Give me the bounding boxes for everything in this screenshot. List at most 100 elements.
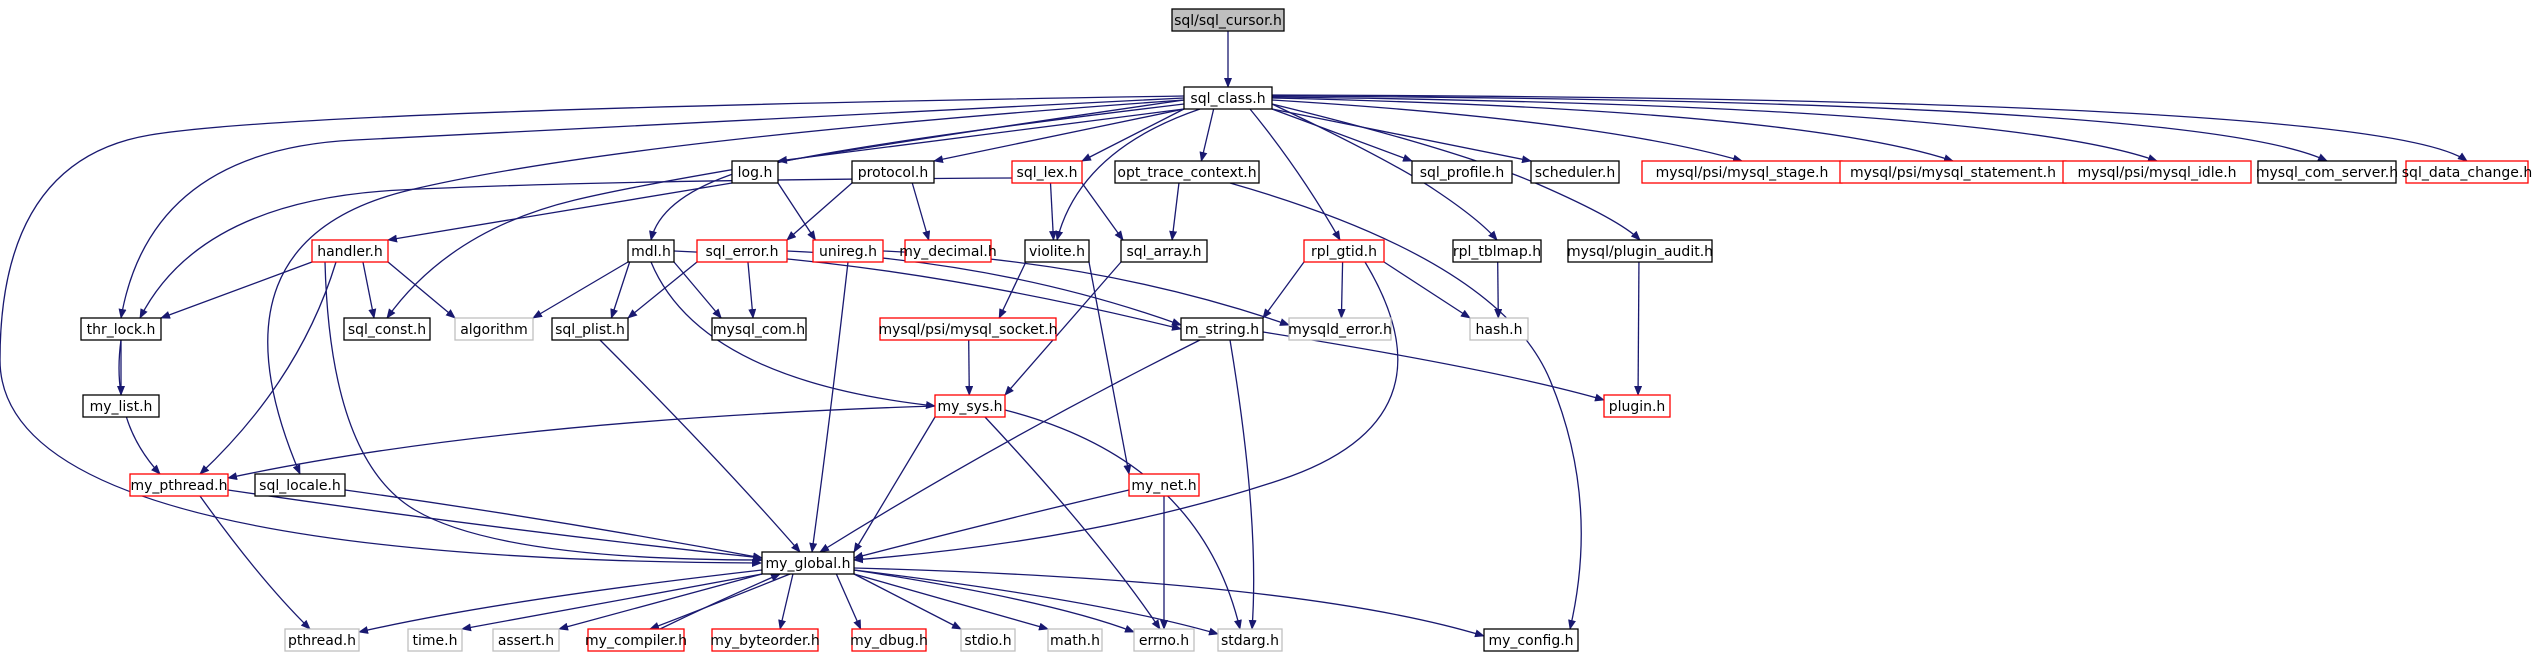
node-label: mysqld_error.h <box>1288 322 1392 338</box>
node-sql-array-h[interactable]: sql_array.h <box>1120 239 1208 263</box>
node-box <box>311 239 389 263</box>
node-my-byteorder-h[interactable]: my_byteorder.h <box>710 628 820 652</box>
node-box <box>812 239 884 263</box>
node-mysql-socket-h[interactable]: mysql/psi/mysql_socket.h <box>878 317 1058 341</box>
node-box <box>407 628 463 652</box>
node-box <box>1288 317 1392 341</box>
node-box <box>731 160 779 184</box>
node-box <box>761 551 855 575</box>
edge-opt-trace-context-h-to-sql-array-h <box>1169 182 1180 241</box>
node-label: mysql_com.h <box>713 322 805 338</box>
node-box <box>80 317 162 341</box>
edge-sql-class-h-to-violite-h <box>1055 108 1201 241</box>
node-m-string-h[interactable]: m_string.h <box>1180 317 1264 341</box>
node-plugin-audit-h[interactable]: mysql/plugin_audit.h <box>1567 239 1713 263</box>
node-box <box>851 160 935 184</box>
node-my-global-h[interactable]: my_global.h <box>761 551 855 575</box>
node-box <box>343 317 431 341</box>
node-mdl-h[interactable]: mdl.h <box>627 239 675 263</box>
edge-log-h-to-unireg-h <box>777 182 816 241</box>
node-box <box>879 317 1057 341</box>
node-scheduler-h[interactable]: scheduler.h <box>1530 160 1620 184</box>
node-box <box>711 317 807 341</box>
node-plugin-h[interactable]: plugin.h <box>1603 394 1671 418</box>
node-log-h[interactable]: log.h <box>731 160 779 184</box>
edge-my-compiler-h-to-my-global-h <box>659 573 781 630</box>
node-label: my_pthread.h <box>130 478 227 494</box>
node-mysql-stage-h[interactable]: mysql/psi/mysql_stage.h <box>1641 160 1843 184</box>
edge-my-global-h-to-my-dbug-h <box>835 573 862 630</box>
node-label: sql/sql_cursor.h <box>1174 13 1282 29</box>
node-my-sys-h[interactable]: my_sys.h <box>934 394 1006 418</box>
node-my-list-h[interactable]: my_list.h <box>82 394 160 418</box>
edge-sql-lex-h-to-violite-h <box>1049 182 1058 241</box>
node-label: sql_profile.h <box>1420 165 1505 181</box>
node-label: assert.h <box>498 633 554 649</box>
edge-mdl-h-to-sql-plist-h <box>610 261 631 319</box>
node-box <box>1530 160 1620 184</box>
node-label: my_decimal.h <box>899 244 996 260</box>
node-box <box>1603 394 1671 418</box>
node-hash-h: hash.h <box>1469 317 1529 341</box>
node-label: mysql/psi/mysql_idle.h <box>2077 165 2236 181</box>
edge-violite-h-to-mysql-socket-h <box>998 261 1027 319</box>
edge-m-string-h-to-my-global-h <box>819 339 1201 553</box>
edge-my-global-h-to-time-h <box>461 573 763 632</box>
edge-sql-class-h-to-mysql-com-server-h <box>1271 95 2328 162</box>
edge-protocol-h-to-sql-error-h <box>786 182 853 241</box>
edge-sql-class-h-to-sql-lex-h <box>1081 108 1185 162</box>
node-thr-lock-h[interactable]: thr_lock.h <box>80 317 162 341</box>
node-label: handler.h <box>317 244 383 260</box>
edge-rpl-gtid-h-to-my-global-h <box>853 261 1399 564</box>
edge-violite-h-to-my-net-h <box>1088 261 1132 475</box>
node-sql-class-h[interactable]: sql_class.h <box>1183 86 1273 110</box>
node-my-decimal-h[interactable]: my_decimal.h <box>899 239 997 263</box>
node-box <box>551 317 629 341</box>
node-sql-cursor-h: sql/sql_cursor.h <box>1171 8 1285 32</box>
node-mysql-idle-h[interactable]: mysql/psi/mysql_idle.h <box>2062 160 2252 184</box>
node-violite-h[interactable]: violite.h <box>1024 239 1090 263</box>
node-protocol-h[interactable]: protocol.h <box>851 160 935 184</box>
node-label: hash.h <box>1476 322 1523 338</box>
edge-my-global-h-to-my-config-h <box>853 567 1485 638</box>
node-sql-profile-h[interactable]: sql_profile.h <box>1411 160 1513 184</box>
node-rpl-tblmap-h[interactable]: rpl_tblmap.h <box>1452 239 1542 263</box>
node-mysql-statement-h[interactable]: mysql/psi/mysql_statement.h <box>1839 160 2067 184</box>
node-my-dbug-h[interactable]: my_dbug.h <box>850 628 928 652</box>
edge-sql-class-h-to-sql-data-change-h <box>1271 94 2468 162</box>
node-label: violite.h <box>1029 244 1085 260</box>
edge-my-sys-h-to-my-global-h <box>853 416 936 553</box>
node-sql-locale-h[interactable]: sql_locale.h <box>254 473 346 497</box>
node-sql-data-change-h[interactable]: sql_data_change.h <box>2402 160 2532 184</box>
node-label: sql_array.h <box>1126 244 1201 260</box>
edge-opt-trace-context-h-to-my-config-h <box>1229 182 1582 630</box>
node-sql-error-h[interactable]: sql_error.h <box>696 239 788 263</box>
node-mysql-com-server-h[interactable]: mysql_com_server.h <box>2256 160 2398 184</box>
node-unireg-h[interactable]: unireg.h <box>812 239 884 263</box>
node-my-net-h[interactable]: my_net.h <box>1128 473 1200 497</box>
node-mysql-com-h[interactable]: mysql_com.h <box>711 317 807 341</box>
node-label: rpl_tblmap.h <box>1453 244 1541 260</box>
edge-my-global-h-to-my-byteorder-h <box>778 573 794 630</box>
node-label: mysql/psi/mysql_statement.h <box>1850 165 2056 181</box>
node-sql-plist-h[interactable]: sql_plist.h <box>551 317 629 341</box>
node-sql-const-h[interactable]: sql_const.h <box>343 317 431 341</box>
edge-my-global-h-to-assert-h <box>558 573 763 631</box>
node-my-compiler-h[interactable]: my_compiler.h <box>585 628 687 652</box>
node-label: opt_trace_context.h <box>1117 165 1256 181</box>
node-label: sql_lex.h <box>1017 165 1078 181</box>
node-rpl-gtid-h[interactable]: rpl_gtid.h <box>1303 239 1385 263</box>
node-my-config-h[interactable]: my_config.h <box>1483 628 1579 652</box>
node-opt-trace-context-h[interactable]: opt_trace_context.h <box>1114 160 1260 184</box>
edge-mdl-h-to-my-sys-h <box>650 261 936 409</box>
edge-my-sys-h-to-errno-h <box>984 416 1161 630</box>
edge-rpl-gtid-h-to-hash-h <box>1383 261 1471 319</box>
node-handler-h[interactable]: handler.h <box>311 239 389 263</box>
edge-sql-locale-h-to-my-global-h <box>344 489 763 561</box>
node-stdarg-h: stdarg.h <box>1217 628 1283 652</box>
node-box <box>1024 239 1090 263</box>
node-box <box>129 473 229 497</box>
node-my-pthread-h[interactable]: my_pthread.h <box>129 473 229 497</box>
node-sql-lex-h[interactable]: sql_lex.h <box>1011 160 1083 184</box>
node-box <box>284 628 360 652</box>
